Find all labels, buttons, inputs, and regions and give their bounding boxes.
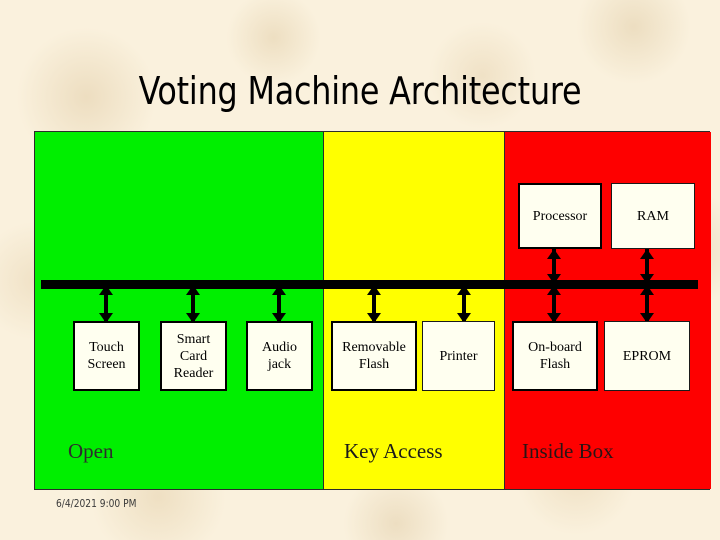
component-audio-jack[interactable]: Audio jack (246, 321, 313, 391)
component-label: RAM (637, 208, 669, 224)
component-printer[interactable]: Printer (422, 321, 495, 391)
slide-date: 6/4/2021 9:00 PM (56, 497, 137, 510)
component-label: EPROM (622, 348, 672, 364)
voting-machine-architecture-diagram: Processor RAM Touch Screen Smart Card Re… (34, 131, 711, 490)
page-title: Voting Machine Architecture (138, 69, 582, 113)
zone-caption-inside-box: Inside Box (522, 439, 614, 463)
component-touch-screen[interactable]: Touch Screen (73, 321, 140, 391)
bus-link-arrow-smart-card-reader (185, 285, 201, 323)
bus-link-arrow-removable-flash (366, 285, 382, 323)
bus-link-arrow-printer (456, 285, 472, 323)
component-label: Processor (532, 208, 588, 224)
component-on-board-flash[interactable]: On-board Flash (512, 321, 598, 391)
component-smart-card-reader[interactable]: Smart Card Reader (160, 321, 227, 391)
component-label: Smart Card Reader (173, 331, 214, 381)
component-label: Printer (439, 348, 478, 364)
bus-link-arrow-audio-jack (271, 285, 287, 323)
bus-link-arrow-touch-screen (98, 285, 114, 323)
bus-link-arrow-eprom (639, 285, 655, 323)
component-label: Removable Flash (342, 340, 406, 372)
component-processor[interactable]: Processor (518, 183, 602, 249)
component-eprom[interactable]: EPROM (604, 321, 690, 391)
zone-caption-open: Open (68, 439, 114, 463)
zone-open (35, 132, 324, 489)
bus-link-arrow-on-board-flash (546, 285, 562, 323)
component-label: On-board Flash (528, 340, 582, 372)
system-bus (41, 280, 698, 289)
zone-key-access (324, 132, 505, 489)
component-ram[interactable]: RAM (611, 183, 695, 249)
component-removable-flash[interactable]: Removable Flash (331, 321, 417, 391)
component-label: Touch Screen (87, 340, 126, 372)
component-label: Audio jack (262, 340, 297, 372)
bus-link-arrow-ram (639, 249, 655, 284)
zone-caption-key-access: Key Access (344, 439, 443, 463)
bus-link-arrow-processor (546, 249, 562, 284)
